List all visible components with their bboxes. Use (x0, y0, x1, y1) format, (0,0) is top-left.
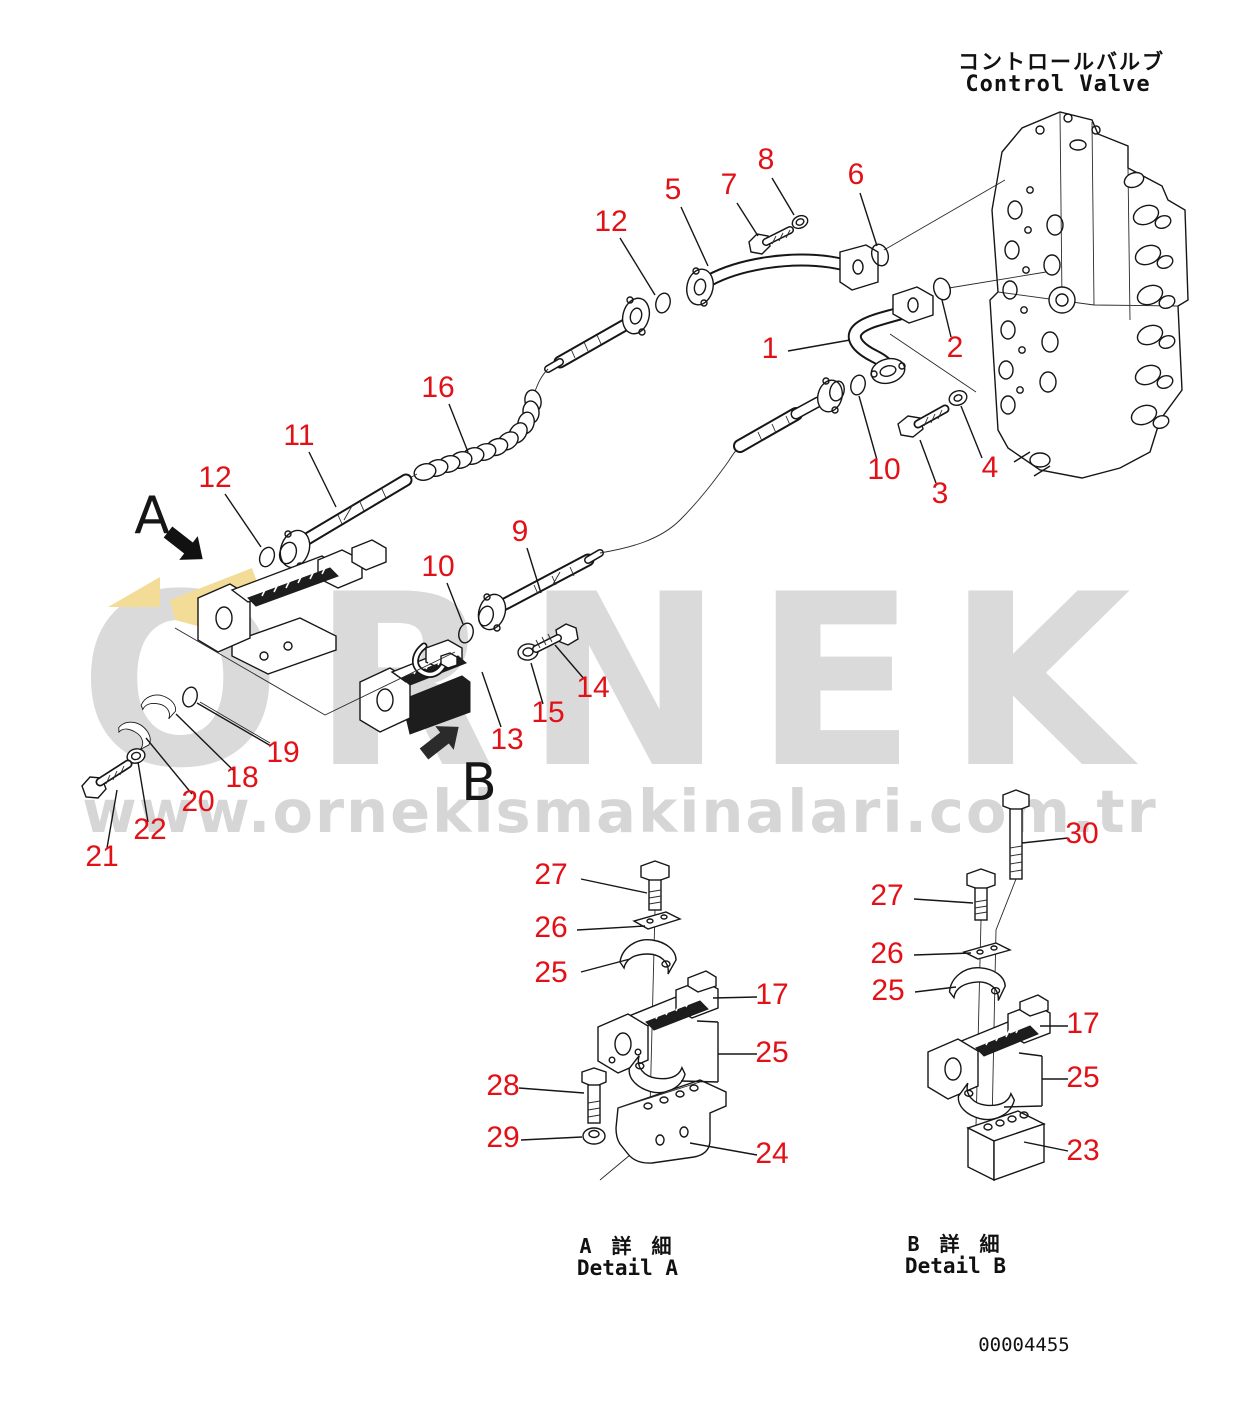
callout-25-b1: 25 (871, 974, 904, 1007)
construction-lines (174, 627, 456, 744)
callout-28: 28 (486, 1069, 519, 1102)
callout-13: 13 (490, 723, 523, 756)
callout-26-a: 26 (534, 911, 567, 944)
bracket-24 (615, 1079, 727, 1164)
watermark-url: www.ornekismakinalari.com.tr (82, 777, 1158, 846)
callout-25-a2: 25 (755, 1036, 788, 1069)
callout-26-b: 26 (870, 937, 903, 970)
control-valve-title-en: Control Valve (965, 72, 1151, 97)
callout-6: 6 (848, 158, 865, 191)
callout-14: 14 (576, 671, 609, 704)
detail-a-caption-en: Detail A (576, 1256, 679, 1280)
callout-17-b: 17 (1066, 1007, 1099, 1040)
callout-4: 4 (982, 451, 999, 484)
bolt-27a (640, 860, 670, 911)
bolt-28 (581, 1067, 607, 1124)
leader-lines (106, 177, 1069, 1156)
washer-22 (126, 748, 146, 764)
callout-30: 30 (1065, 817, 1098, 850)
callout-27-b: 27 (870, 879, 903, 912)
pipe-9 (477, 377, 845, 632)
callout-11: 11 (283, 419, 314, 452)
tube-11-hose-16 (258, 292, 671, 570)
bolt-3 (897, 404, 950, 438)
bolt-27b (966, 868, 996, 921)
detail-a-caption-jp: A 詳 細 (579, 1234, 676, 1258)
callout-24: 24 (755, 1137, 788, 1170)
o-ring-19 (182, 686, 198, 708)
pipe-clamp-17b (927, 994, 1051, 1100)
callout-27-a: 27 (534, 858, 567, 891)
callout-12-1: 12 (594, 205, 627, 238)
o-ring-2 (932, 277, 952, 301)
callout-15: 15 (531, 696, 564, 729)
callout-22: 22 (133, 813, 166, 846)
callout-9: 9 (512, 515, 529, 548)
view-b-marker: B (461, 753, 497, 813)
bolt-7 (748, 226, 794, 255)
control-valve-title-jp: コントロールバルブ (958, 50, 1165, 74)
callout-25-a1: 25 (534, 956, 567, 989)
clamp-half-18 (140, 694, 177, 720)
callout-25-b2: 25 (1066, 1061, 1099, 1094)
clamp-half-20 (118, 721, 151, 751)
callout-3: 3 (932, 477, 949, 510)
bolt-21 (81, 759, 133, 799)
callout-12-2: 12 (198, 461, 231, 494)
bolt-30 (1002, 789, 1030, 880)
callout-23: 23 (1066, 1134, 1099, 1167)
control-valve-body (883, 111, 1189, 479)
callout-7: 7 (721, 168, 738, 201)
detail-b-caption-en: Detail B (904, 1254, 1007, 1278)
callout-10-2: 10 (421, 550, 454, 583)
bolt-14 (532, 623, 579, 653)
pipe-clamp-17a (597, 970, 719, 1074)
view-b-arrow (419, 726, 459, 760)
block-23 (966, 1110, 1046, 1182)
callout-16: 16 (421, 371, 454, 404)
detail-a-assembly (581, 860, 727, 1181)
plate-26b (962, 942, 1012, 960)
callout-29: 29 (486, 1121, 519, 1154)
callout-1: 1 (762, 332, 779, 365)
callout-18: 18 (225, 761, 258, 794)
o-ring-10a (850, 374, 866, 396)
callout-20: 20 (181, 785, 214, 818)
view-a-marker: A (134, 486, 170, 546)
callout-17-a: 17 (755, 978, 788, 1011)
pipe-5 (686, 244, 879, 307)
clamp-25a (619, 939, 677, 975)
callout-21: 21 (85, 840, 118, 873)
clamp-25c (948, 967, 1006, 1001)
detail-b-assembly (927, 789, 1051, 1182)
callout-labels: 12 5 7 8 6 1 2 16 11 12 10 3 4 9 10 14 1… (85, 143, 1099, 1170)
callout-2: 2 (947, 331, 964, 364)
callout-10-1: 10 (867, 453, 900, 486)
washer-8 (791, 214, 809, 230)
pipe-1 (847, 286, 934, 385)
callout-5: 5 (665, 173, 682, 206)
o-ring-10b (458, 622, 474, 644)
callout-19: 19 (266, 736, 299, 769)
document-number: 00004455 (978, 1334, 1070, 1356)
detail-b-caption-jp: B 詳 細 (907, 1232, 1004, 1256)
clamp-assembly-a (197, 539, 387, 675)
washer-4 (948, 390, 968, 406)
view-a-arrow (163, 526, 203, 560)
callout-8: 8 (758, 143, 775, 176)
washer-29 (582, 1127, 606, 1145)
